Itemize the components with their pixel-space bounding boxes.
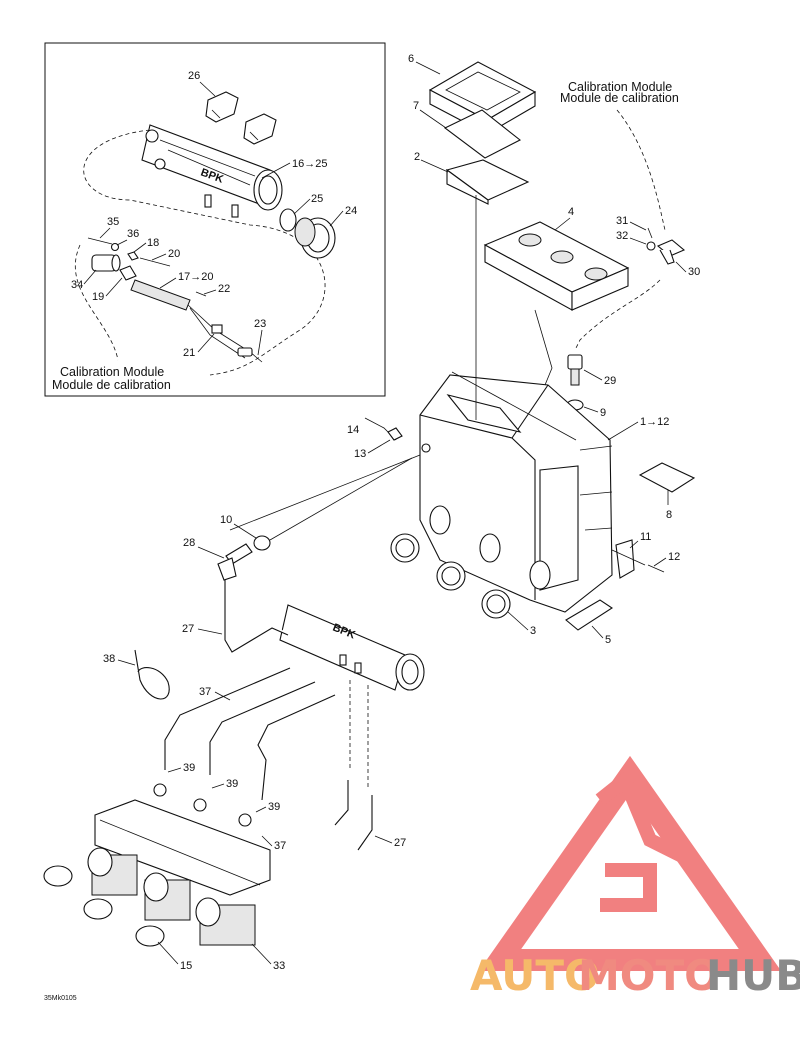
label-34: 34 [71, 279, 83, 291]
washer-36 [110, 242, 120, 252]
label-7: 7 [413, 100, 419, 112]
label-17-20: 17→20 [178, 271, 213, 283]
label-33: 33 [273, 960, 285, 972]
bracket-11 [615, 539, 635, 579]
hose-27-upper [224, 580, 289, 653]
watermark-auto: AUTO [470, 951, 600, 1000]
label-3: 3 [530, 625, 536, 637]
label-2: 2 [414, 151, 420, 163]
label-12: 12 [668, 551, 680, 563]
screw-22 [195, 291, 207, 297]
label-39-a: 39 [183, 762, 195, 774]
label-19: 19 [92, 291, 104, 303]
watermark-hub: HUB [706, 951, 800, 1000]
clip-26 [205, 91, 277, 145]
label-25: 25 [311, 193, 323, 205]
label-38: 38 [103, 653, 115, 665]
label-4: 4 [568, 206, 574, 218]
inset-panel: BPK 26 16→ [44, 42, 386, 397]
label-16-25: 16→25 [292, 158, 327, 170]
watermark-logo-icon [478, 755, 782, 971]
label-plate-8 [638, 462, 696, 493]
watermark-moto: MOTO [578, 951, 720, 1000]
label-36: 36 [127, 228, 139, 240]
label-32: 32 [616, 230, 628, 242]
clamps-15 [43, 865, 165, 947]
boot-24 [294, 217, 336, 259]
label-30: 30 [688, 266, 700, 278]
airbox-1-12 [419, 371, 613, 613]
watermark-text: AUTO MOTO HUB [470, 951, 800, 1000]
label-31: 31 [616, 215, 628, 227]
label-11: 11 [640, 531, 651, 543]
strap-38 [134, 649, 170, 700]
main-caption-en: Calibration Module [568, 80, 672, 94]
label-26: 26 [188, 70, 200, 82]
label-22: 22 [218, 283, 230, 295]
label-13: 13 [354, 448, 366, 460]
label-27-lower: 27 [394, 837, 406, 849]
elbow-28 [217, 543, 253, 581]
plate-2 [445, 159, 530, 205]
sensor-34 [91, 254, 121, 272]
carburetors-33 [87, 783, 271, 946]
foam-4 [483, 221, 630, 311]
label-15: 15 [180, 960, 192, 972]
label-39-b: 39 [226, 778, 238, 790]
pin-18 [127, 251, 139, 261]
label-1-12: 1→12 [640, 416, 669, 428]
label-23: 23 [254, 318, 266, 330]
rod-20 [139, 257, 171, 267]
label-24: 24 [345, 205, 357, 217]
label-29: 29 [604, 375, 616, 387]
label-5: 5 [605, 634, 611, 646]
sensor-29 [567, 354, 583, 386]
label-10: 10 [220, 514, 232, 526]
label-14: 14 [347, 424, 359, 436]
boots-3 [390, 533, 511, 619]
harness-17-20 [119, 265, 263, 363]
label-37-lower: 37 [274, 840, 286, 852]
label-39-c: 39 [268, 801, 280, 813]
label-8: 8 [666, 509, 672, 521]
label-6: 6 [408, 53, 414, 65]
screw-31 [647, 227, 653, 239]
screw-12 [647, 564, 665, 573]
screw-13 [387, 427, 403, 441]
decal-5 [565, 599, 614, 631]
connector-30 [656, 239, 686, 265]
label-9: 9 [600, 407, 606, 419]
label-20: 20 [168, 248, 180, 260]
label-35: 35 [107, 216, 119, 228]
label-18: 18 [147, 237, 159, 249]
manifold-16-25: BPK [141, 124, 283, 218]
washer-32 [646, 241, 656, 251]
main-caption-fr: Module de calibration [560, 91, 679, 105]
label-21: 21 [183, 347, 195, 359]
label-28: 28 [183, 537, 195, 549]
screw-35 [87, 237, 113, 245]
vent-hoses-37 [164, 667, 373, 851]
label-27-upper: 27 [182, 623, 194, 635]
fuel-rail: BPK [279, 604, 425, 691]
label-37-upper: 37 [199, 686, 211, 698]
grommet-10 [253, 535, 271, 551]
figure-code: 35Mk0105 [44, 995, 77, 1002]
gasket-7 [443, 109, 522, 159]
inset-caption-fr: Module de calibration [52, 378, 171, 392]
o-ring-25 [279, 208, 297, 232]
inset-caption-en: Calibration Module [60, 365, 164, 379]
